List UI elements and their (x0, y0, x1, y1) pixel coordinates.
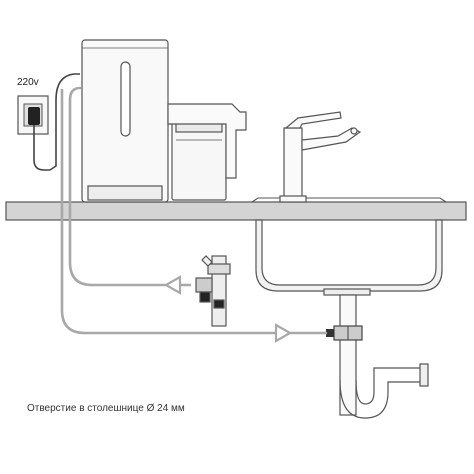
wall-socket (17, 95, 49, 135)
caption-label: Отверстие в столешнице Ø 24 мм (27, 403, 185, 414)
hoses (60, 86, 328, 335)
power-cord (33, 73, 80, 171)
sink-basin (251, 197, 447, 292)
purifier-unit (81, 39, 169, 203)
drain-trap (323, 288, 429, 419)
pitcher (167, 103, 247, 201)
voltage-label: 220v (17, 77, 39, 88)
hose-arrows (163, 275, 293, 343)
countertop (5, 201, 467, 221)
drain-adapter (326, 325, 363, 341)
faucet (279, 111, 362, 203)
tee-valve (195, 255, 231, 327)
